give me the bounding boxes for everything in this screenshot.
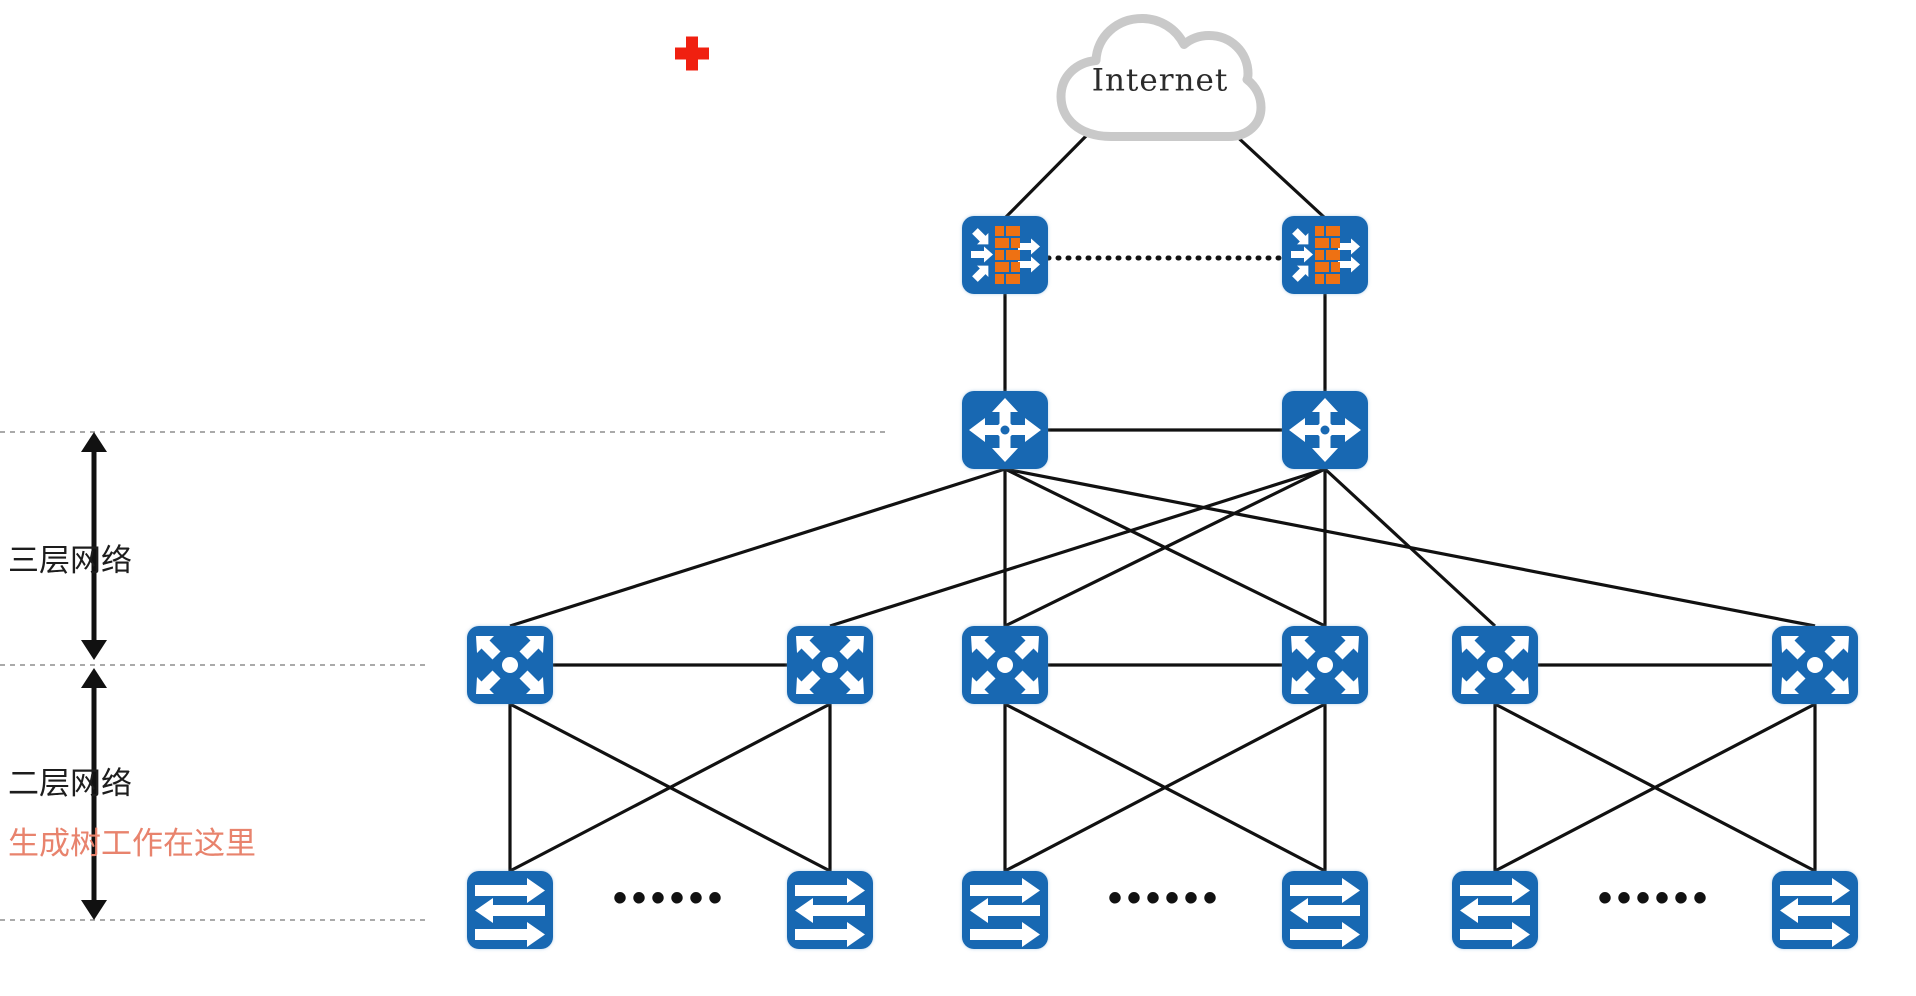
cloud-label: Internet (1091, 62, 1229, 99)
layer3-zone-label: 三层网络 (8, 543, 132, 578)
ellipsis-marker-ellipsis-2: •••••• (1107, 876, 1223, 920)
firewall-node-fw-2[interactable] (1282, 216, 1368, 294)
aggregation-switch-node-agg-2[interactable] (787, 626, 873, 704)
l2-switch-icon (787, 871, 873, 949)
firewall-node-fw-1[interactable] (962, 216, 1048, 294)
access-switch-node-acc-4[interactable] (1282, 871, 1368, 949)
internet-cloud: Internet (1053, 9, 1267, 148)
aggregation-switch-node-agg-4[interactable] (1282, 626, 1368, 704)
link-core-2-to-agg-5 (1323, 467, 1497, 628)
aggregation-switch-node-agg-5[interactable] (1452, 626, 1538, 704)
router-icon (1282, 391, 1368, 469)
aggregation-switch-node-agg-1[interactable] (467, 626, 553, 704)
aggregation-switch-node-agg-6[interactable] (1772, 626, 1858, 704)
l3-switch-icon (467, 626, 553, 704)
access-switch-node-acc-6[interactable] (1772, 871, 1858, 949)
red-plus-icon (672, 34, 712, 79)
layer2-zone-label: 二层网络 (8, 766, 132, 801)
access-switch-node-acc-5[interactable] (1452, 871, 1538, 949)
l3-switch-icon (1452, 626, 1538, 704)
cloud-shape (1056, 14, 1266, 141)
layer3-span-arrow (81, 432, 107, 660)
ellipsis-marker-ellipsis-1: •••••• (612, 876, 728, 920)
link-cloud-to-fw-1 (1003, 130, 1092, 220)
link-agg-2-to-acc-1 (509, 702, 831, 873)
router-icon (962, 391, 1048, 469)
spanning-tree-note: 生成树工作在这里 (8, 826, 256, 861)
l3-switch-icon (787, 626, 873, 704)
link-cloud-to-fw-2 (1230, 130, 1327, 220)
l2-switch-icon (962, 871, 1048, 949)
access-switch-node-acc-1[interactable] (467, 871, 553, 949)
span-arrows (81, 432, 107, 920)
l2-switch-icon (1772, 871, 1858, 949)
access-switch-node-acc-2[interactable] (787, 871, 873, 949)
firewall-icon (1282, 216, 1368, 294)
aggregation-switch-node-agg-3[interactable] (962, 626, 1048, 704)
guide-lines (0, 431, 890, 921)
link-agg-6-to-acc-5 (1494, 702, 1816, 873)
core-router-node-core-1[interactable] (962, 391, 1048, 469)
link-core-1-to-agg-1 (509, 467, 1006, 628)
l3-switch-icon (1282, 626, 1368, 704)
l2-switch-icon (1452, 871, 1538, 949)
core-router-node-core-2[interactable] (1282, 391, 1368, 469)
l2-switch-icon (1282, 871, 1368, 949)
solid-links (508, 130, 1817, 873)
firewall-icon (962, 216, 1048, 294)
link-core-2-to-agg-2 (829, 467, 1326, 628)
access-switch-node-acc-3[interactable] (962, 871, 1048, 949)
l3-switch-icon (962, 626, 1048, 704)
ellipsis-marker-ellipsis-3: •••••• (1597, 876, 1713, 920)
l3-switch-icon (1772, 626, 1858, 704)
link-agg-4-to-acc-3 (1004, 702, 1326, 873)
l2-switch-icon (467, 871, 553, 949)
layer2-span-arrow (81, 668, 107, 920)
link-core-2-to-agg-3 (1004, 467, 1326, 628)
